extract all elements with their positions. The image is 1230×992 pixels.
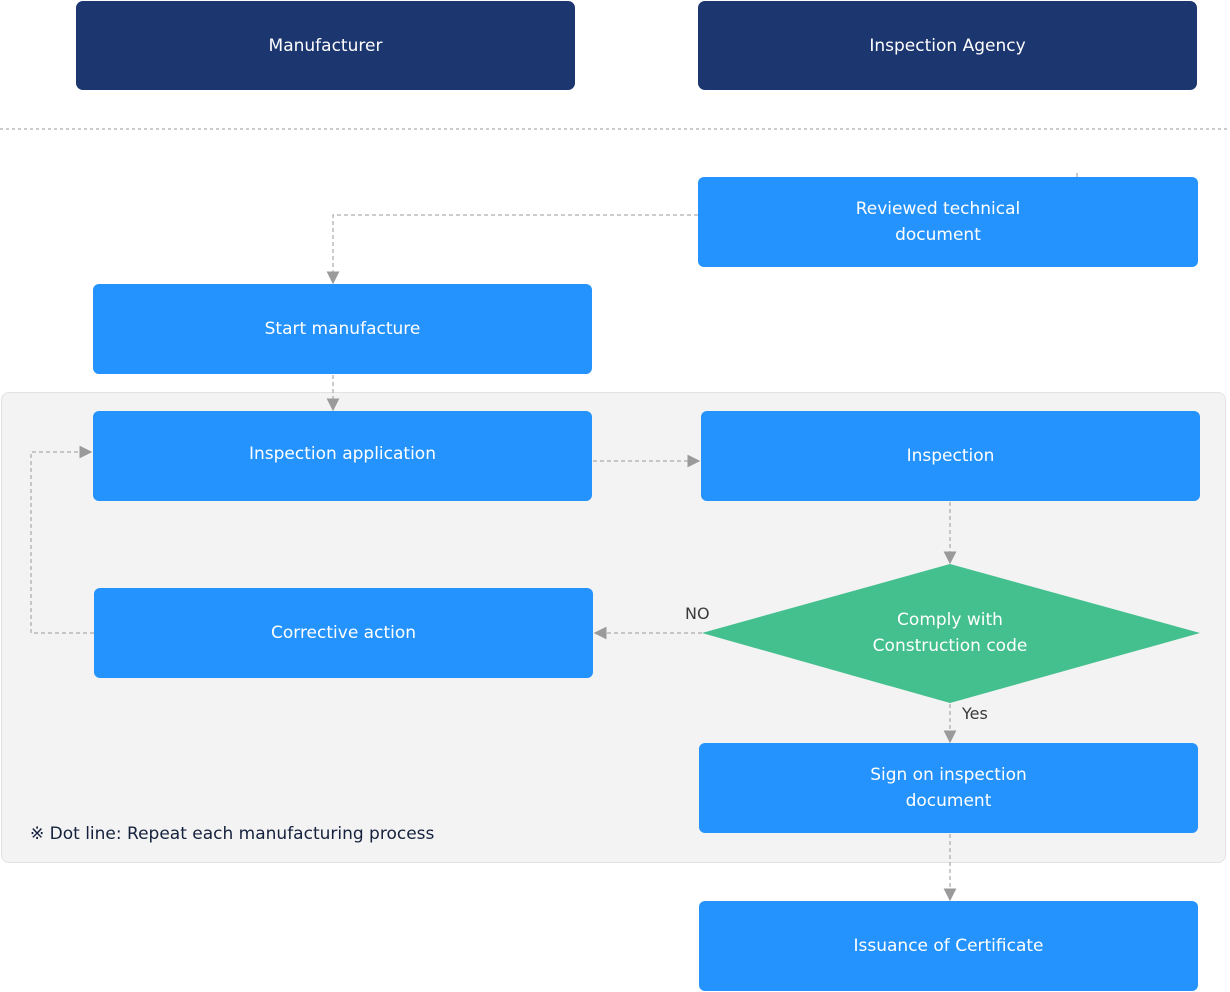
step-inspection-label: Inspection: [906, 446, 995, 466]
header-inspection-agency: Inspection Agency: [698, 1, 1197, 90]
header-manufacturer: Manufacturer: [76, 1, 575, 90]
step-corrective-action-label: Corrective action: [270, 623, 417, 643]
step-start-manufacture: Start manufacture: [93, 284, 592, 374]
step-inspection-application: Inspection application: [93, 411, 592, 501]
header-inspection-agency-label: Inspection Agency: [869, 35, 1026, 56]
step-inspection-application-label: Inspection application: [249, 444, 436, 464]
edge-label-no: NO: [685, 604, 710, 623]
step-reviewed-technical-document: Reviewed technical document: [698, 177, 1198, 267]
step-inspection: Inspection: [701, 411, 1200, 501]
step-sign-on-inspection-document: Sign on inspection document: [699, 743, 1198, 833]
step-issuance-of-certificate: Issuance of Certificate: [699, 901, 1198, 991]
header-manufacturer-label: Manufacturer: [268, 35, 383, 56]
edge-reviewed-to-start: [326, 214, 698, 285]
decision-label: Comply with Construction code: [872, 610, 1028, 656]
step-corrective-action: Corrective action: [94, 588, 593, 678]
step-sign-on-inspection-document-label: Sign on inspection document: [870, 765, 1027, 811]
step-reviewed-technical-document-label: Reviewed technical document: [855, 199, 1021, 245]
repeat-note: ※ Dot line: Repeat each manufacturing pr…: [30, 824, 435, 844]
step-start-manufacture-label: Start manufacture: [264, 319, 421, 339]
step-issuance-of-certificate-label: Issuance of Certificate: [853, 936, 1044, 956]
edge-label-yes: Yes: [962, 704, 988, 723]
